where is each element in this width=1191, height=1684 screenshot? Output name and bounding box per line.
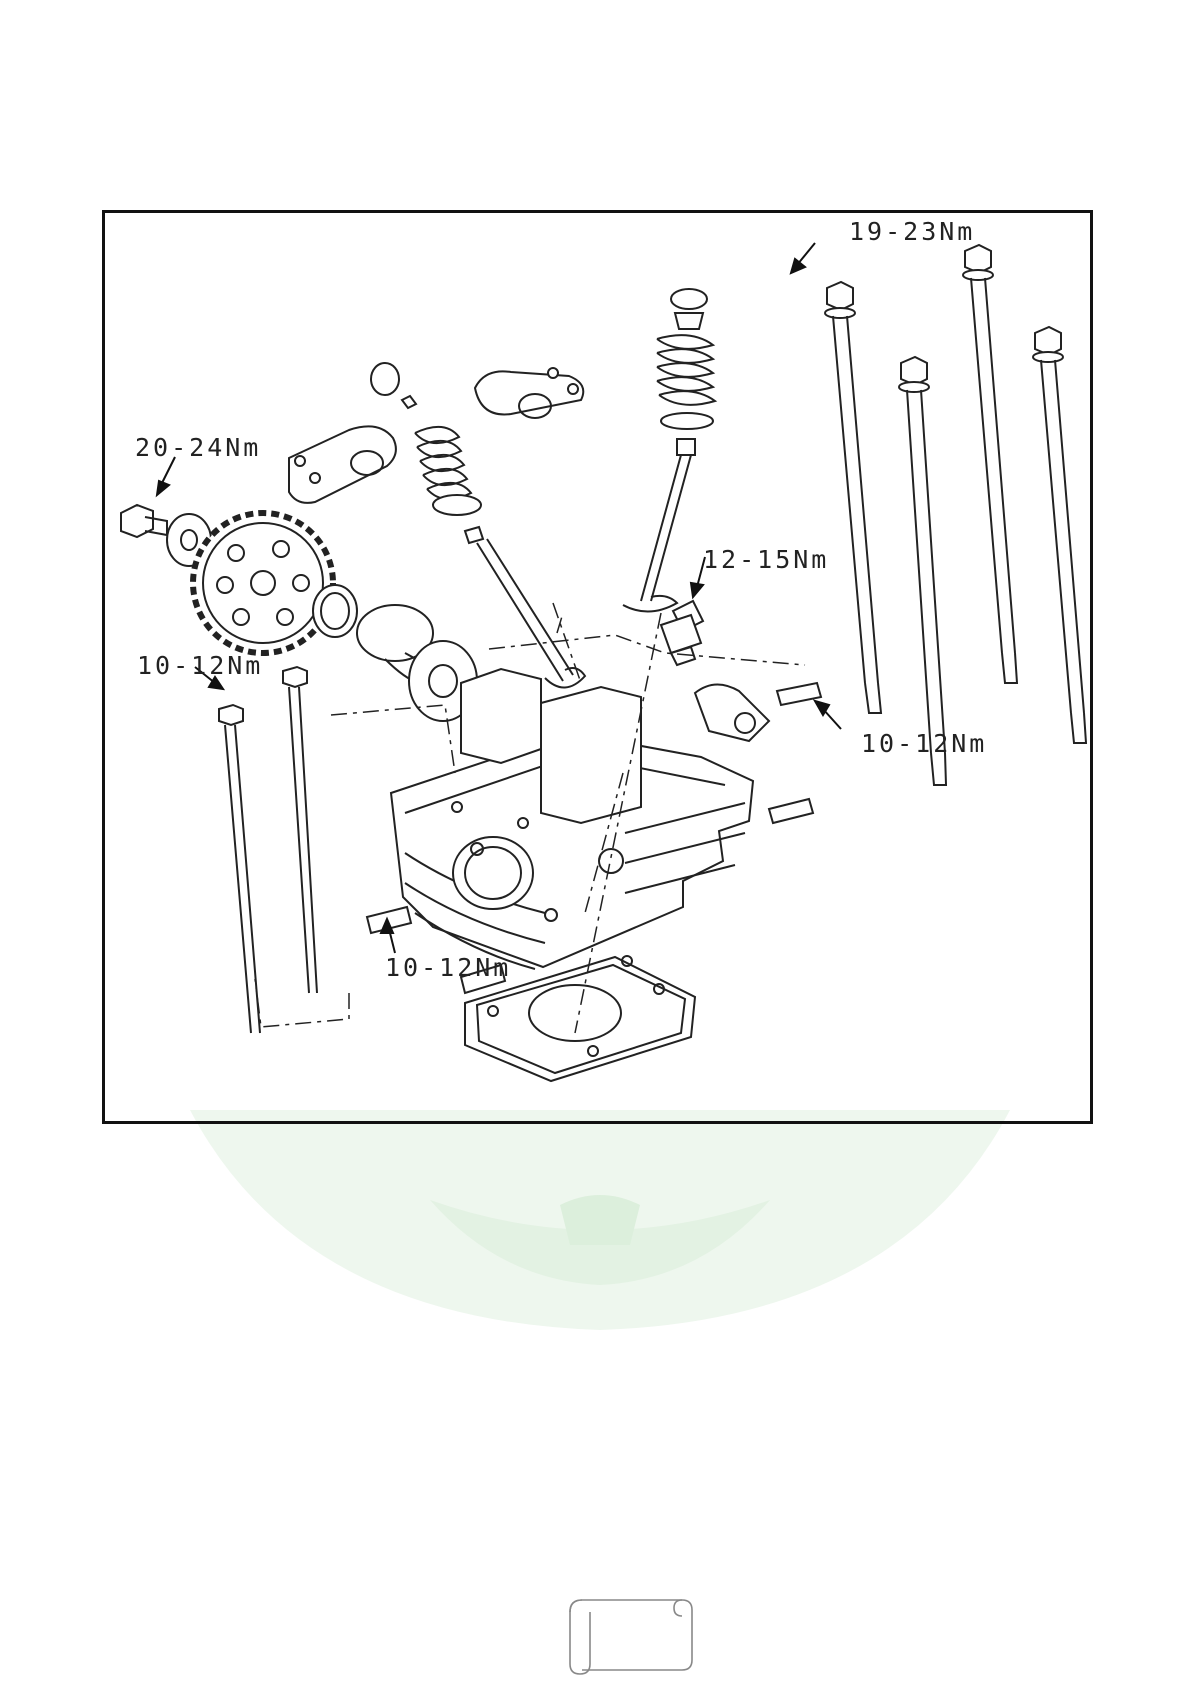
torque-label-small-bolt: 10-12Nm [137,651,263,680]
torque-label-cylinder-studs: 19-23Nm [849,217,975,246]
rocker-arm-left [289,426,396,502]
small-bolt-left-2 [283,667,317,993]
torque-label-spark-plug: 12-15Nm [703,545,829,574]
cylinder-stud-4 [1033,327,1086,743]
diagram-frame: 19-23Nm 20-24Nm 12-15Nm 10-12Nm 10-12Nm … [102,210,1093,1124]
cam-bushing [313,585,357,637]
scroll-ornament-icon [556,1592,696,1676]
torque-label-dowel-bottom: 10-12Nm [385,953,511,982]
small-bolt-left-1 [219,705,260,1033]
spark-plug [661,601,703,665]
cylinder-stud-1 [825,282,881,713]
torque-label-dowel-right: 10-12Nm [861,729,987,758]
torque-label-cam-sprocket-bolt: 20-24Nm [135,433,261,462]
camshaft [357,605,477,721]
cylinder-stud-3 [899,357,946,785]
cylinder-stud-2 [963,245,1017,683]
cam-sprocket-bolt [121,505,167,537]
rocker-arm-right [475,368,583,418]
exhaust-valve-assembly [623,289,715,612]
cam-sprocket [193,513,333,653]
dowel-right-lower [769,799,813,823]
